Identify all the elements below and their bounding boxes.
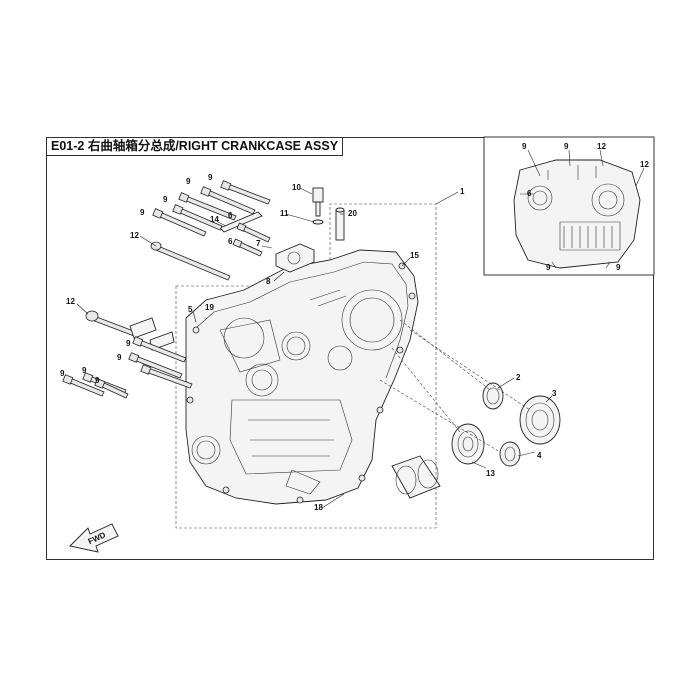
callout-9h: 9 [82, 366, 87, 375]
inset-callout-9c: 9 [546, 263, 551, 272]
right-crankcase [185, 249, 419, 505]
page-title: E01-2 右曲轴箱分总成/RIGHT CRANKCASE ASSY [47, 138, 344, 156]
inset-crankcase [513, 159, 641, 269]
inset-callout-12b: 12 [640, 160, 649, 169]
callout-4: 4 [537, 451, 542, 460]
callout-6a: 6 [228, 211, 233, 220]
inset-callout-6: 6 [527, 189, 532, 198]
part-3-bearing [519, 395, 561, 445]
callout-9c: 9 [163, 195, 168, 204]
callout-14: 14 [210, 215, 219, 224]
part-4-oil-seal [499, 441, 521, 467]
part-10-sensor [312, 187, 324, 217]
callout-15: 15 [410, 251, 419, 260]
callout-12a: 12 [130, 231, 139, 240]
part-2-oil-seal [482, 382, 504, 410]
leader-lines [76, 187, 553, 509]
crankcase-outline [185, 249, 419, 505]
callout-9i: 9 [95, 376, 100, 385]
inset-callout-9d: 9 [616, 263, 621, 272]
callout-19: 19 [205, 303, 214, 312]
callout-11: 11 [280, 209, 289, 218]
callout-9f: 9 [117, 353, 122, 362]
callout-6b: 6 [228, 237, 233, 246]
crankcase-group-box [175, 204, 437, 529]
callout-12b: 12 [66, 297, 75, 306]
inset-callout-12a: 12 [597, 142, 606, 151]
fwd-arrow: FWD [69, 523, 119, 553]
diagram-frame: E01-2 右曲轴箱分总成/RIGHT CRANKCASE ASSY [46, 137, 654, 560]
inset-callout-9a: 9 [522, 142, 527, 151]
part-14-plate [219, 211, 263, 233]
inset-callout-9b: 9 [564, 142, 569, 151]
callout-13: 13 [486, 469, 495, 478]
callout-8: 8 [266, 277, 271, 286]
bolts-group [62, 180, 271, 399]
callout-9a: 9 [186, 177, 191, 186]
part-8-bracket [275, 243, 315, 273]
callout-20: 20 [348, 209, 357, 218]
callout-10: 10 [292, 183, 301, 192]
part-13-bearing [451, 423, 485, 465]
callout-9e: 9 [126, 339, 131, 348]
callouts: 1 2 3 4 5 6 6 7 8 9 9 9 9 9 9 9 9 9 10 1… [60, 173, 557, 512]
part-18-bushing [391, 455, 441, 499]
inset-view: 9 9 12 12 6 9 9 [483, 136, 655, 276]
callout-2: 2 [516, 373, 521, 382]
callout-3: 3 [552, 389, 557, 398]
callout-18: 18 [314, 503, 323, 512]
callout-9d: 9 [140, 208, 145, 217]
part-11-o-ring [312, 219, 324, 225]
callout-7: 7 [256, 239, 261, 248]
callout-5: 5 [188, 305, 193, 314]
callout-1: 1 [460, 187, 465, 196]
callout-9g: 9 [60, 369, 65, 378]
callout-9b: 9 [208, 173, 213, 182]
part-20-pin [335, 207, 345, 241]
